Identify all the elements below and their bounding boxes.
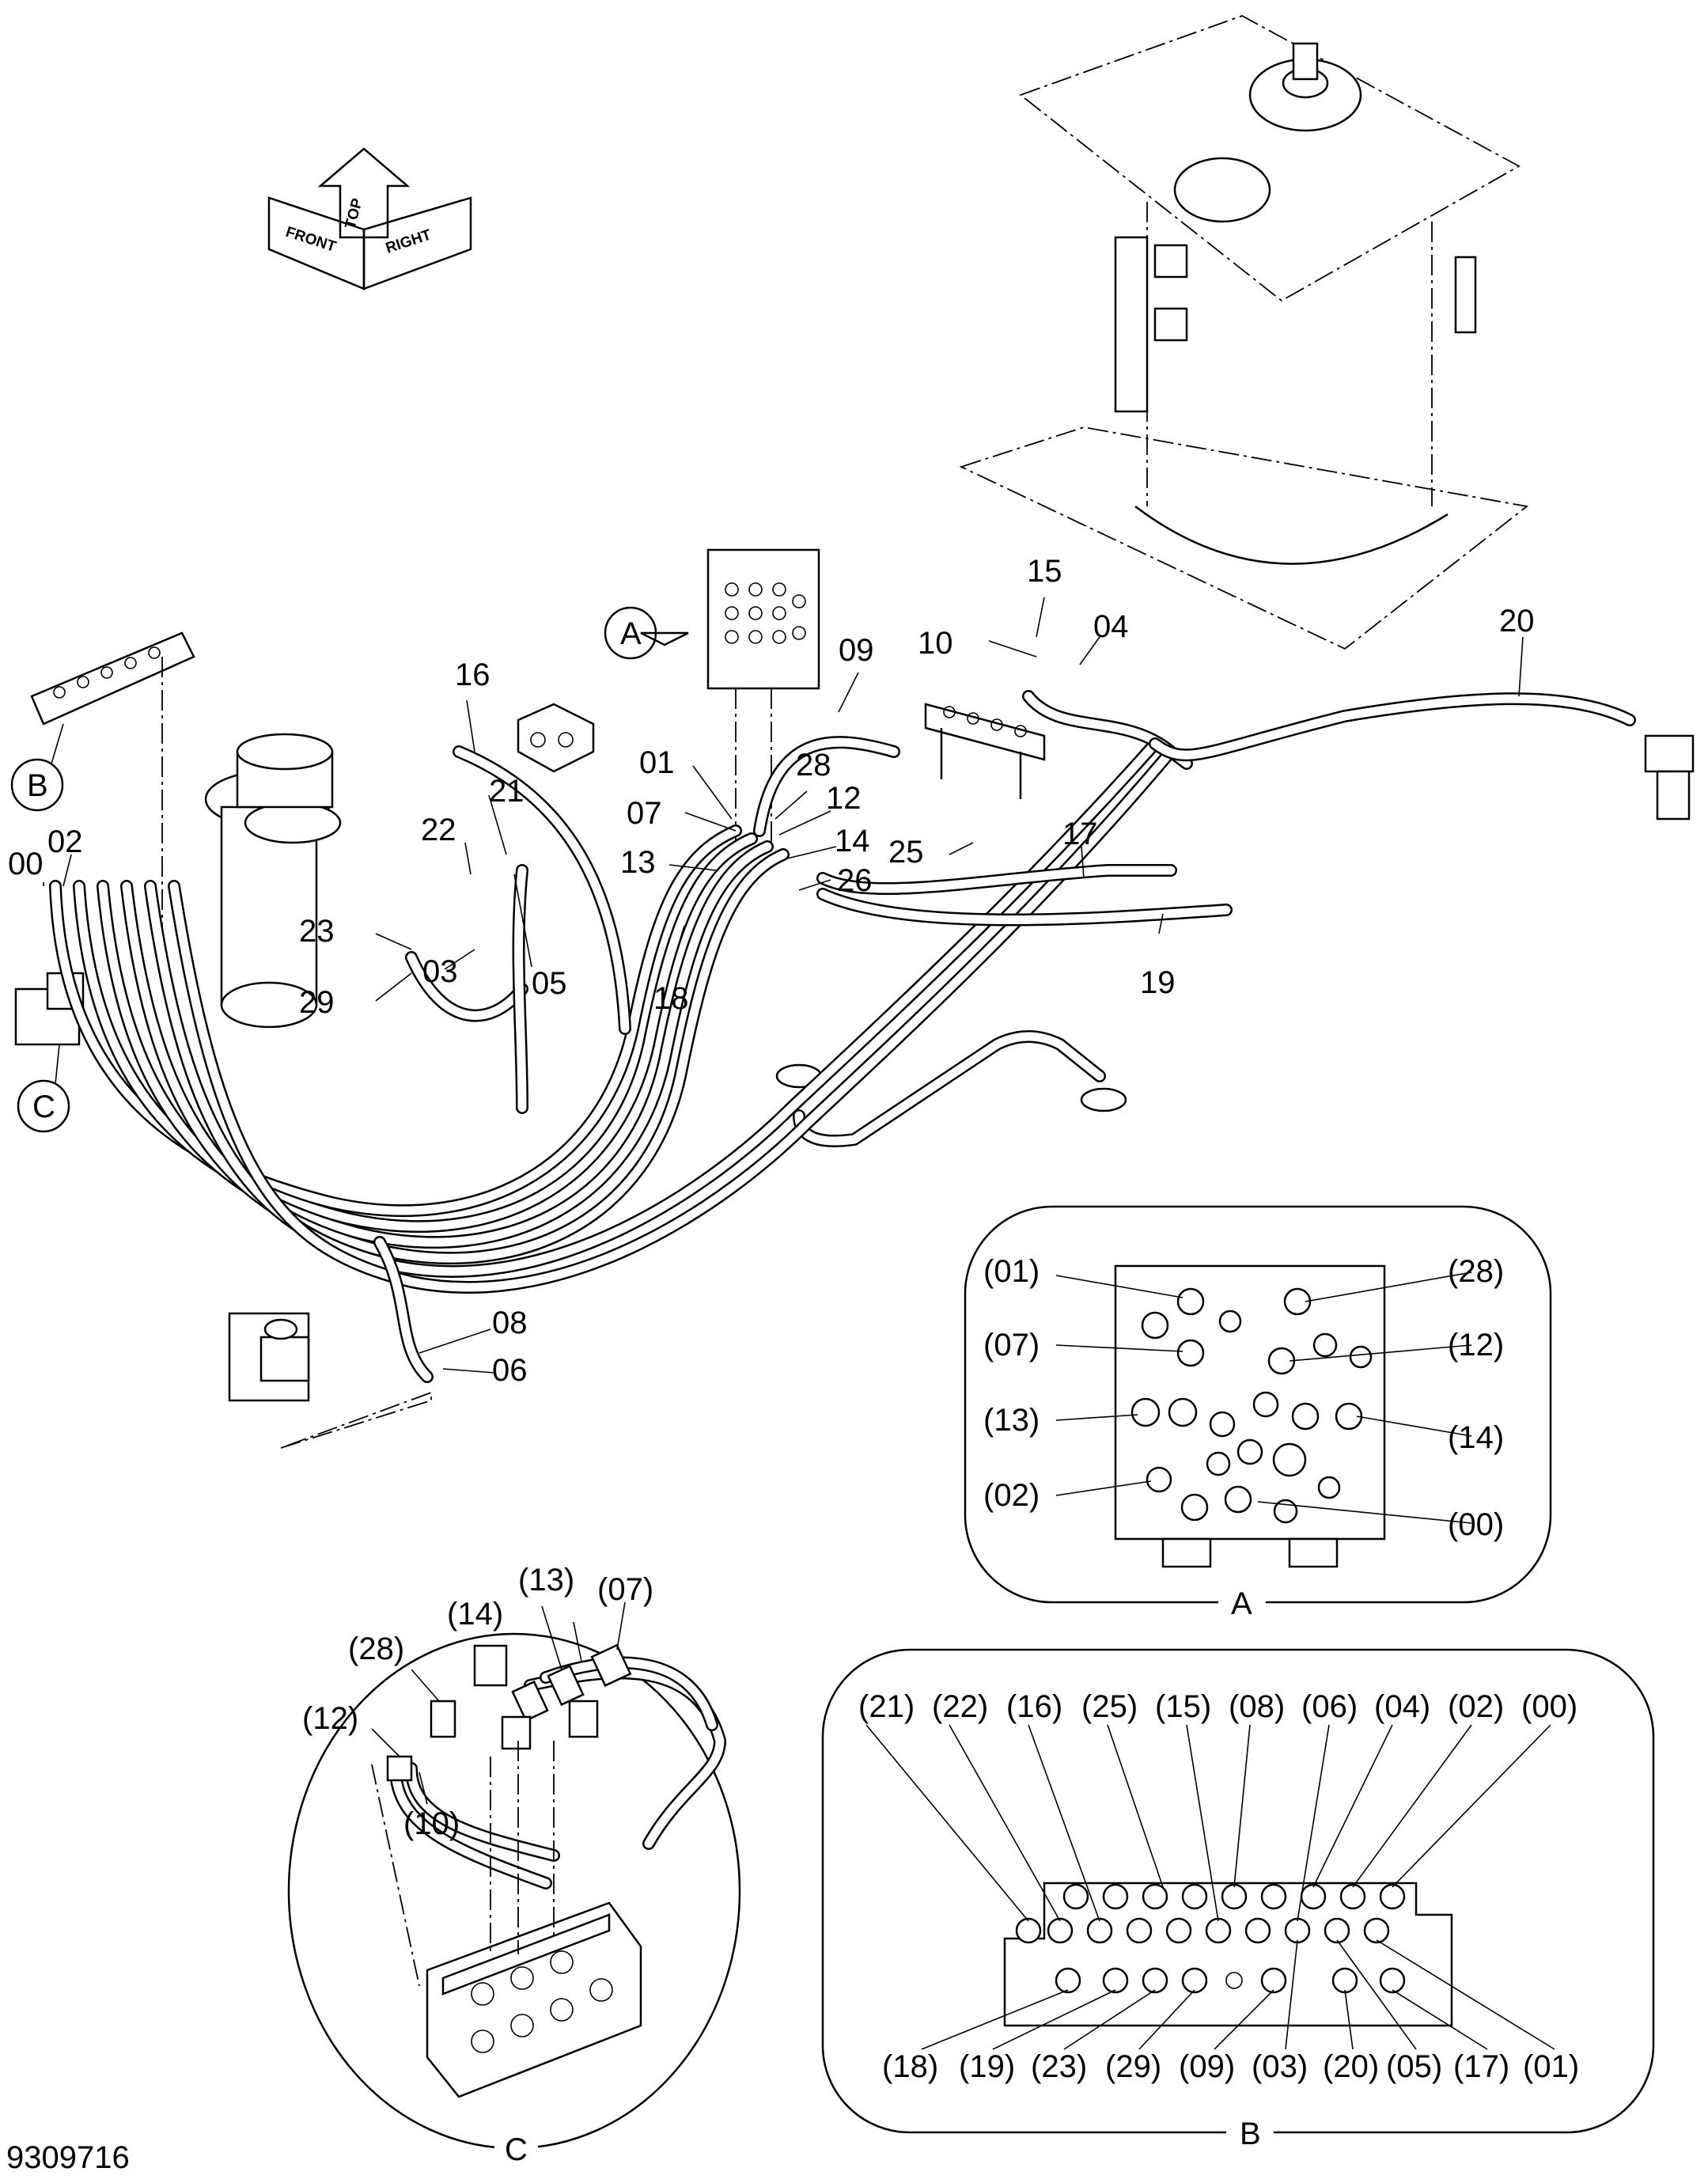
detail-b-bottom-03: (03) — [1252, 2049, 1308, 2084]
callout-07: 07 — [627, 796, 662, 831]
callout-28: 28 — [796, 748, 831, 783]
callout-04: 04 — [1093, 609, 1129, 644]
detail-a-label-00: (00) — [1448, 1507, 1504, 1542]
detail-a-label-02: (02) — [983, 1478, 1040, 1513]
figure-id: 9309716 — [6, 2140, 130, 2175]
orientation-icon: TOP FRONT RIGHT — [267, 147, 472, 290]
callout-10: 10 — [918, 626, 953, 661]
detail-b-top-02: (02) — [1448, 1689, 1504, 1724]
detail-c: (13) (14) (07) (28) (12) (10) C — [287, 1563, 741, 2167]
detail-b-top-16: (16) — [1006, 1689, 1062, 1724]
detail-a-label-01: (01) — [983, 1254, 1040, 1289]
callout-00: 00 — [8, 847, 44, 881]
detail-b-title: B — [1240, 2117, 1261, 2151]
detail-b-top-21: (21) — [858, 1689, 915, 1724]
view-marker-c: C — [17, 1044, 70, 1133]
callout-18: 18 — [653, 981, 689, 1016]
detail-b: (21) (22) (16) (25) (15) (08) (06) (04) … — [821, 1648, 1655, 2151]
detail-b-top-15: (15) — [1155, 1689, 1211, 1724]
detail-c-label-28: (28) — [348, 1632, 404, 1666]
manifold-block-b — [30, 631, 195, 949]
callout-19: 19 — [1140, 965, 1176, 1000]
detail-c-label-13: (13) — [518, 1563, 574, 1597]
callout-25: 25 — [888, 835, 924, 870]
detail-a-label-13: (13) — [983, 1403, 1040, 1438]
detail-b-bottom-17: (17) — [1453, 2049, 1509, 2084]
detail-a-title: A — [1231, 1586, 1252, 1621]
detail-a-label-14: (14) — [1448, 1420, 1504, 1455]
detail-b-bottom-05: (05) — [1386, 2049, 1442, 2084]
detail-c-title: C — [505, 2132, 528, 2167]
callout-08: 08 — [492, 1306, 528, 1340]
detail-b-top-00: (00) — [1521, 1689, 1577, 1724]
return-pipe — [775, 1030, 1127, 1147]
pilot-valve-block — [706, 548, 820, 855]
callout-05: 05 — [532, 966, 567, 1001]
orientation-right-label: RIGHT — [384, 226, 434, 256]
svg-text:C: C — [32, 1090, 55, 1124]
callout-14: 14 — [835, 824, 870, 858]
detail-b-bottom-09: (09) — [1179, 2049, 1235, 2084]
detail-b-top-25: (25) — [1081, 1689, 1138, 1724]
view-marker-b: B — [10, 723, 64, 812]
detail-b-top-06: (06) — [1301, 1689, 1358, 1724]
orientation-front-label: FRONT — [283, 224, 338, 256]
bracket-manifold-09 — [924, 703, 1046, 799]
detail-b-bottom-01: (01) — [1523, 2049, 1579, 2084]
small-valve-top — [517, 703, 595, 773]
detail-b-top-22: (22) — [932, 1689, 988, 1724]
detail-b-bottom-20: (20) — [1323, 2049, 1379, 2084]
detail-a: (01) (28) (07) (12) (13) (14) (02) (00) … — [964, 1205, 1552, 1621]
solenoid-valve-bottom — [228, 1312, 432, 1449]
callout-26: 26 — [837, 863, 873, 898]
callout-09: 09 — [839, 633, 874, 668]
detail-b-bottom-18: (18) — [882, 2049, 938, 2084]
callout-01: 01 — [639, 745, 675, 780]
detail-c-label-10: (10) — [403, 1806, 460, 1841]
callout-labels: 00 02 16 21 22 03 05 23 29 01 07 13 18 2… — [8, 554, 1535, 1388]
callout-16: 16 — [455, 658, 490, 692]
detail-b-top-04: (04) — [1374, 1689, 1430, 1724]
hose-bundle — [49, 690, 1636, 1383]
detail-a-label-12: (12) — [1448, 1328, 1504, 1362]
callout-17: 17 — [1062, 817, 1098, 851]
callout-03: 03 — [422, 954, 458, 989]
callout-13: 13 — [620, 845, 656, 880]
line-filter — [1644, 734, 1695, 821]
callout-06: 06 — [492, 1353, 528, 1388]
callout-23: 23 — [299, 914, 335, 949]
callout-22: 22 — [421, 813, 456, 847]
hydraulic-tank — [959, 15, 1529, 650]
detail-c-label-07: (07) — [597, 1572, 653, 1607]
callout-15: 15 — [1027, 554, 1062, 589]
detail-b-bottom-19: (19) — [959, 2049, 1015, 2084]
detail-c-label-12: (12) — [302, 1701, 358, 1736]
callout-20: 20 — [1499, 604, 1535, 639]
leader-lines — [43, 597, 1524, 1374]
swivel-joint — [204, 733, 342, 1029]
callout-21: 21 — [489, 774, 525, 809]
orientation-top-label: TOP — [343, 196, 366, 230]
detail-a-label-07: (07) — [983, 1328, 1040, 1362]
svg-text:B: B — [27, 768, 48, 803]
view-marker-a: A — [604, 606, 657, 660]
callout-02: 02 — [47, 824, 83, 859]
detail-b-bottom-23: (23) — [1031, 2049, 1087, 2084]
detail-b-top-08: (08) — [1229, 1689, 1285, 1724]
svg-text:A: A — [620, 616, 642, 651]
detail-a-label-28: (28) — [1448, 1254, 1504, 1289]
callout-29: 29 — [299, 985, 335, 1020]
callout-12: 12 — [826, 781, 862, 816]
detail-b-bottom-29: (29) — [1105, 2049, 1161, 2084]
detail-c-label-14: (14) — [447, 1597, 503, 1632]
